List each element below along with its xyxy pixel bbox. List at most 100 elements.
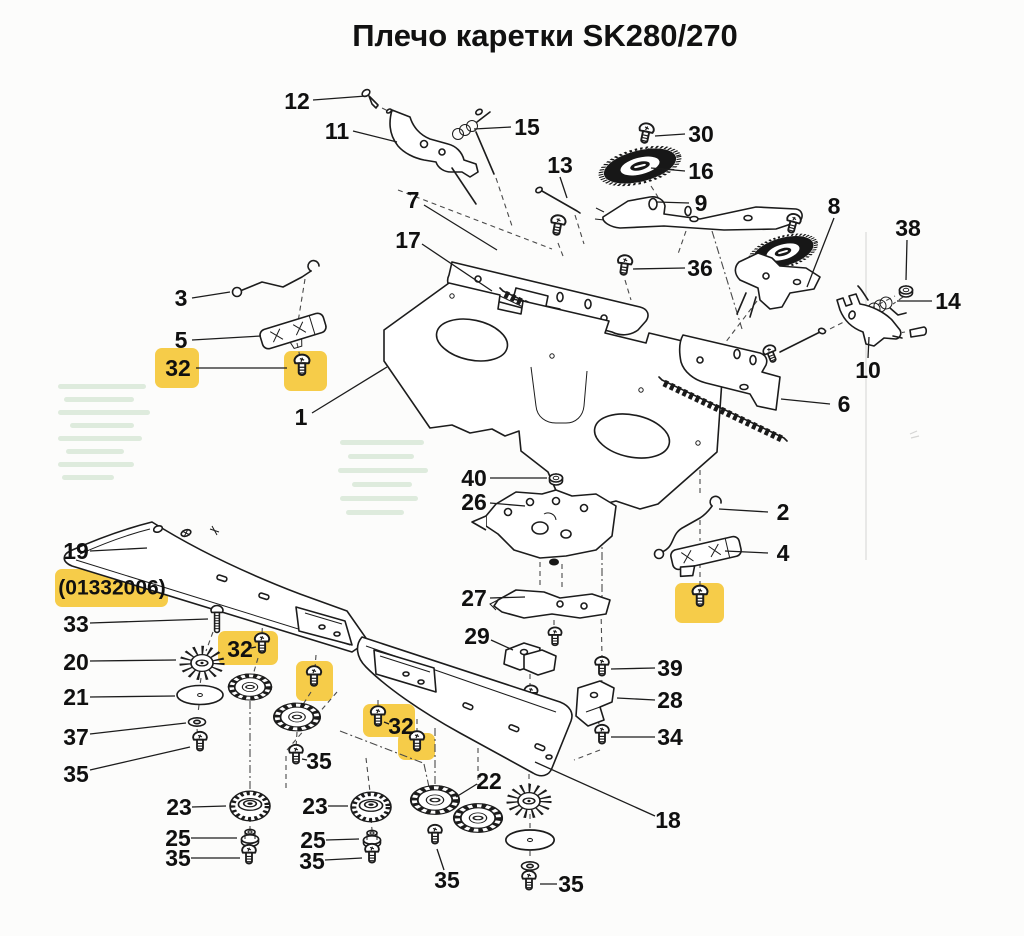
callout-leader-line xyxy=(191,805,227,808)
callout-label-32: 32 xyxy=(165,355,191,381)
callout-label-4: 4 xyxy=(777,540,790,566)
callout-label-9: 9 xyxy=(695,190,708,216)
callout-label-01332006: (01332006) xyxy=(58,577,165,600)
callout-leader-line xyxy=(325,838,360,841)
callout-leader-line xyxy=(489,596,526,599)
callout-label-28: 28 xyxy=(657,687,683,713)
assembly-axis-line xyxy=(297,278,306,323)
part-4-slider-block xyxy=(670,535,742,578)
callout-leader-line xyxy=(89,547,148,552)
callout-label-18: 18 xyxy=(655,807,681,833)
callout-leader-line xyxy=(632,267,686,270)
callout-label-25: 25 xyxy=(300,827,326,853)
callout-label-35: 35 xyxy=(165,845,191,871)
part-28-block xyxy=(575,680,615,727)
assembly-axis-line xyxy=(205,631,214,652)
part-9-bracket xyxy=(594,196,803,231)
callout-leader-line xyxy=(806,217,835,288)
diagram-title: Плечо каретки SK280/270 xyxy=(352,18,738,53)
callout-leader-line xyxy=(89,695,176,698)
callout-leader-line xyxy=(867,336,870,359)
part-5-slider-block xyxy=(259,312,327,350)
callout-leader-line xyxy=(324,857,363,861)
part-18-right-arm xyxy=(356,636,573,777)
callout-leader-line xyxy=(89,722,187,735)
assembly-axis-line xyxy=(624,279,632,301)
callout-leader-line xyxy=(436,848,445,871)
part-11-lever xyxy=(389,109,479,205)
assembly-axis-line xyxy=(557,242,564,257)
assembly-axis-line xyxy=(252,657,259,676)
callout-label-39: 39 xyxy=(657,655,683,681)
callout-leader-line xyxy=(616,697,656,701)
callout-leader-line xyxy=(654,133,686,137)
callout-label-35: 35 xyxy=(299,848,325,874)
part-22-gear-b xyxy=(454,804,502,833)
callout-leader-line xyxy=(534,761,656,817)
part-10-lever xyxy=(836,293,928,347)
assembly-axis-line xyxy=(650,185,659,198)
callout-label-16: 16 xyxy=(688,158,714,184)
callout-label-7: 7 xyxy=(407,187,420,213)
part-29-block xyxy=(503,642,557,676)
callout-leader-line xyxy=(905,239,908,281)
callout-leader-line xyxy=(473,126,512,130)
leader-line-layer xyxy=(89,95,932,885)
callout-leader-line xyxy=(312,95,367,101)
callout-leader-line xyxy=(423,204,498,251)
assembly-axis-line xyxy=(600,609,603,657)
callout-label-14: 14 xyxy=(935,288,961,314)
callout-label-35: 35 xyxy=(434,867,460,893)
callout-leader-line xyxy=(421,243,493,292)
ghost-text-block-center xyxy=(338,440,428,515)
brush-wheel-right xyxy=(512,788,546,814)
callout-label-29: 29 xyxy=(464,623,490,649)
part-1-base-plate xyxy=(383,282,725,510)
part-27-bracket xyxy=(489,589,611,619)
callout-label-35: 35 xyxy=(306,748,332,774)
callout-label-15: 15 xyxy=(514,114,540,140)
washer-right xyxy=(520,860,540,872)
callout-leader-line xyxy=(490,639,514,651)
callout-label-17: 17 xyxy=(395,227,421,253)
callout-leader-line xyxy=(250,646,257,649)
part-30-screw xyxy=(635,121,656,146)
callout-label-25: 25 xyxy=(165,825,191,851)
part-22-gear-a xyxy=(411,786,459,815)
callout-label-3: 3 xyxy=(175,285,188,311)
callout-leader-line xyxy=(724,550,769,554)
callout-leader-line xyxy=(455,783,478,798)
callout-leader-line xyxy=(89,659,177,662)
callout-label-11: 11 xyxy=(325,118,350,144)
callout-leader-line xyxy=(89,618,209,624)
assembly-axis-line xyxy=(339,730,424,764)
assembly-axis-line xyxy=(397,189,553,250)
assembly-axis-line xyxy=(574,214,585,245)
part-23-pulley-mid xyxy=(351,792,391,822)
part-26-plate xyxy=(471,489,617,566)
callout-label-20: 20 xyxy=(63,649,89,675)
callout-label-13: 13 xyxy=(547,152,573,178)
callout-leader-line xyxy=(650,167,686,172)
callout-leader-line xyxy=(191,291,231,299)
callout-label-32: 32 xyxy=(227,636,253,662)
assembly-axis-line xyxy=(365,757,371,793)
callout-label-23: 23 xyxy=(302,793,328,819)
part-15-spring xyxy=(452,108,495,175)
part-36-screw xyxy=(615,253,635,277)
callout-label-19: 19 xyxy=(63,538,89,564)
part-37-washer xyxy=(187,716,207,728)
callout-label-8: 8 xyxy=(828,193,841,219)
screw-35-under-22 xyxy=(427,823,443,845)
callout-label-37: 37 xyxy=(63,724,89,750)
callout-label-1: 1 xyxy=(295,404,308,430)
parts-layer xyxy=(63,88,928,891)
callout-leader-line xyxy=(656,201,690,204)
part-2-wire xyxy=(653,495,722,560)
gear-left-b xyxy=(274,703,320,731)
part-40-nut xyxy=(548,473,564,486)
assembly-axis-line xyxy=(677,230,687,255)
ghost-text-block-left xyxy=(58,384,150,480)
